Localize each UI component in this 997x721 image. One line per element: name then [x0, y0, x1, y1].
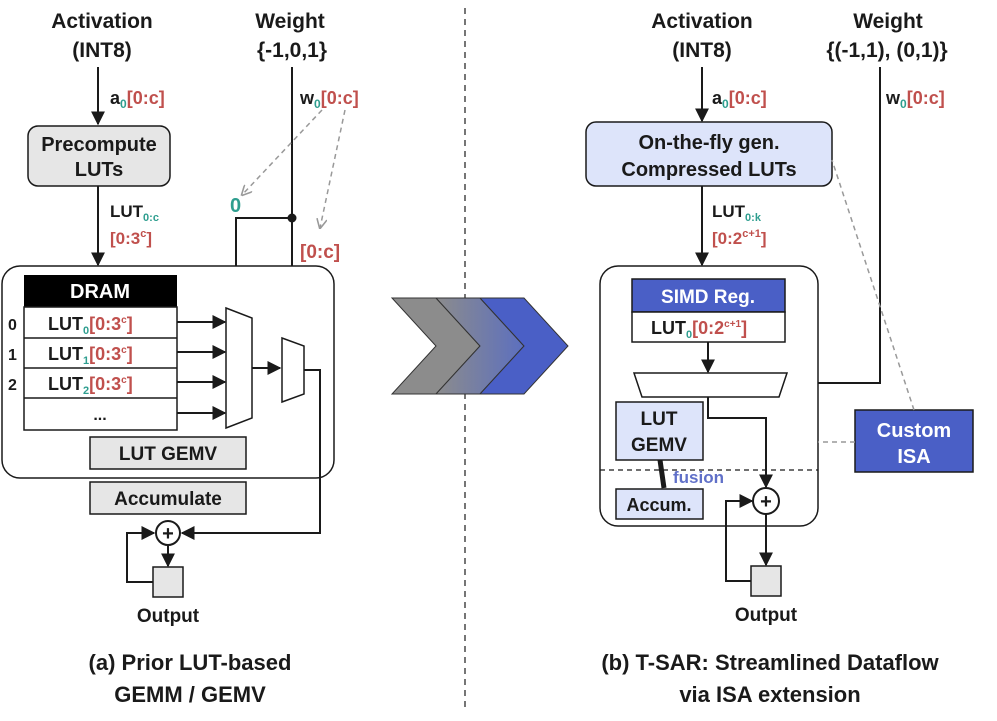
left-a0-label: a0[0:c] — [110, 88, 165, 111]
left-lut-gemv-label: LUT GEMV — [119, 444, 217, 465]
panel-prior-lut: Activation (INT8) Weight {-1,0,1} a0[0:c… — [1, 10, 359, 707]
left-index-label: [0:c] — [300, 242, 340, 263]
on-the-fly-line1: On-the-fly gen. — [638, 132, 779, 154]
on-the-fly-lut-box — [585, 121, 833, 187]
flow-chevrons — [390, 297, 569, 395]
right-weight-values: {(-1,1), (0,1)} — [826, 39, 947, 62]
simd-register-header — [631, 278, 786, 313]
dram-row-lut: LUT1[0:3c] — [48, 344, 133, 367]
right-mux — [632, 372, 789, 398]
left-caption-line2: GEMM / GEMV — [114, 682, 266, 707]
left-activation-type: (INT8) — [72, 39, 132, 62]
left-lut-gemv-label-box — [89, 436, 247, 470]
simd-row-lut: LUT0[0:2c+1] — [651, 318, 747, 341]
right-activation-type: (INT8) — [672, 39, 732, 62]
right-lut-label: LUT0:k — [712, 202, 762, 224]
right-activation-title: Activation — [651, 10, 753, 33]
right-a0-label: a0[0:c] — [712, 88, 767, 111]
dram-row-index: 0 — [8, 317, 17, 334]
on-the-fly-line2: Compressed LUTs — [621, 159, 796, 181]
chevron-blue — [478, 297, 569, 395]
left-adder-plus: + — [162, 523, 174, 545]
left-weight-title: Weight — [255, 10, 325, 33]
dram-row-index: 1 — [8, 347, 17, 364]
left-lut-label: LUT0:c — [110, 202, 159, 224]
precompute-line2: LUTs — [75, 159, 124, 181]
right-lut-gemv-box — [615, 401, 704, 461]
right-accum-label: Accum. — [626, 495, 691, 515]
dram-row: 0 LUT0[0:3c] — [8, 314, 133, 337]
right-adder-plus: + — [760, 491, 772, 513]
right-caption-line2: via ISA extension — [679, 682, 860, 707]
panel-t-sar: Activation (INT8) Weight {(-1,1), (0,1)}… — [585, 10, 974, 707]
right-accum-box — [615, 488, 704, 520]
dram-header — [24, 275, 177, 307]
dram-row-lut: LUT0[0:3c] — [48, 314, 133, 337]
fusion-link — [657, 459, 667, 489]
left-dashed-to-index — [320, 109, 346, 228]
custom-isa-line1: Custom — [877, 420, 951, 442]
dram-row: 2 LUT2[0:3c] — [8, 374, 133, 397]
left-big-mux — [225, 306, 253, 430]
dram-row-lut: LUT2[0:3c] — [48, 374, 133, 397]
left-dashed-to-zero — [242, 109, 323, 195]
dram-ellipsis: ... — [93, 407, 106, 424]
custom-isa-box — [854, 409, 974, 473]
dram-label: DRAM — [70, 281, 130, 303]
right-weight-title: Weight — [853, 10, 923, 33]
right-lut-range: [0:2c+1] — [712, 228, 767, 248]
left-accumulate-label: Accumulate — [114, 489, 222, 510]
right-lut-gemv-line1: LUT — [641, 409, 678, 430]
right-w0-label: w0[0:c] — [885, 88, 945, 111]
left-accumulate-box — [89, 481, 247, 515]
right-lut-gemv-line2: GEMV — [631, 435, 687, 456]
right-output-label: Output — [735, 605, 798, 626]
dram-row: 1 LUT1[0:3c] — [8, 344, 133, 367]
left-output-label: Output — [137, 606, 200, 627]
left-activation-title: Activation — [51, 10, 153, 33]
simd-register-row — [631, 311, 786, 343]
simd-register-label: SIMD Reg. — [661, 287, 755, 308]
custom-isa-line2: ISA — [897, 446, 930, 468]
precompute-line1: Precompute — [41, 134, 157, 156]
left-weight-values: {-1,0,1} — [257, 39, 327, 62]
isa-link-to-generator — [831, 159, 915, 411]
left-caption-line1: (a) Prior LUT-based — [89, 650, 292, 675]
right-caption-line1: (b) T-SAR: Streamlined Dataflow — [601, 650, 939, 675]
left-zero-label: 0 — [230, 195, 241, 217]
left-lut-range: [0:3c] — [110, 228, 152, 248]
right-output-register — [750, 565, 782, 597]
dram-row-index: 2 — [8, 377, 17, 394]
left-w0-label: w0[0:c] — [299, 88, 359, 111]
right-weight-arrow — [789, 67, 881, 390]
fusion-label: fusion — [673, 468, 724, 487]
left-output-register — [152, 566, 184, 598]
left-small-mux — [281, 336, 305, 404]
